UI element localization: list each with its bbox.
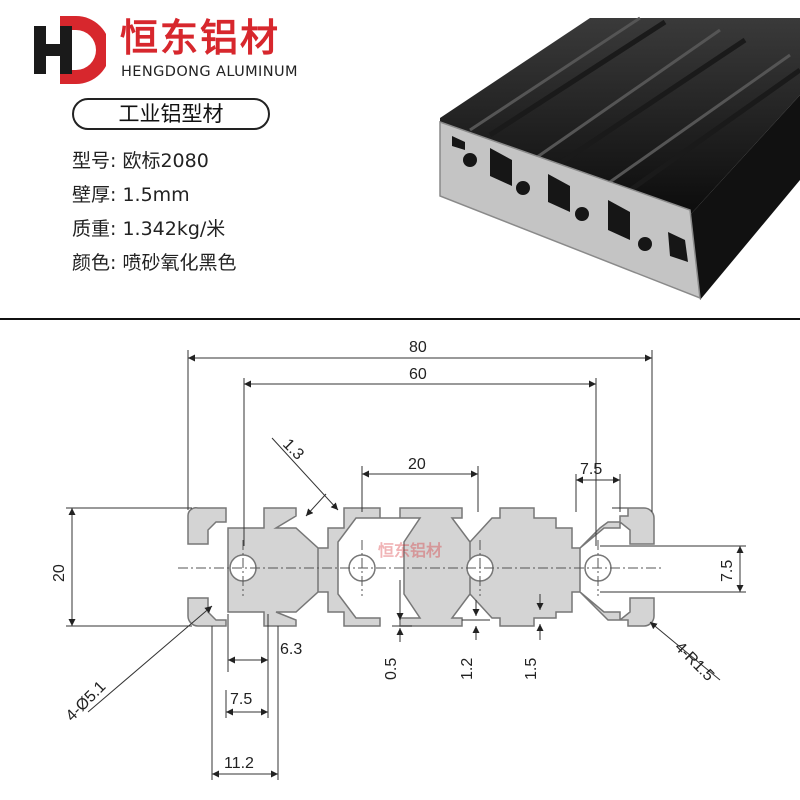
aluminum-profile-photo bbox=[439, 16, 800, 300]
dim-slot-neck: 7.5 bbox=[230, 691, 252, 708]
spec-label: 壁厚: bbox=[72, 184, 117, 206]
spec-model: 型号: 欧标2080 bbox=[72, 146, 209, 173]
dim-overall-width: 80 bbox=[409, 339, 427, 356]
spec-value: 欧标2080 bbox=[122, 150, 209, 172]
spec-weight: 质重: 1.342kg/米 bbox=[72, 214, 225, 241]
dim-slot-pitch: 20 bbox=[408, 456, 426, 473]
dim-wall-a: 0.5 bbox=[383, 658, 400, 680]
profile-dimension-drawing: 恒东铝材 bbox=[51, 339, 746, 780]
watermark: 恒东铝材 bbox=[378, 541, 442, 560]
dim-slot-depth: 11.2 bbox=[224, 755, 254, 772]
dim-wall-c: 1.5 bbox=[523, 658, 540, 680]
dim-inner-width: 60 bbox=[409, 366, 427, 383]
spec-wall-thickness: 壁厚: 1.5mm bbox=[72, 180, 190, 207]
profile-cross-section bbox=[178, 507, 662, 627]
dim-hole: 4-Ø5.1 bbox=[63, 678, 110, 725]
spec-label: 质重: bbox=[72, 218, 117, 240]
spec-value: 1.5mm bbox=[122, 184, 190, 206]
spec-label: 颜色: bbox=[72, 252, 117, 274]
brand-name-cn: 恒东铝材 bbox=[120, 16, 281, 60]
dim-center-height: 7.5 bbox=[719, 560, 736, 582]
dim-corner-radius: 4-R1.5 bbox=[671, 639, 717, 685]
dim-height: 20 bbox=[51, 564, 68, 582]
dim-lip: 1.3 bbox=[279, 436, 307, 464]
dim-wall-b: 1.2 bbox=[459, 658, 476, 680]
dim-slot-opening: 7.5 bbox=[580, 461, 602, 478]
dim-slot-width: 6.3 bbox=[280, 641, 302, 658]
product-category-badge: 工业铝型材 bbox=[72, 98, 270, 130]
spec-value: 喷砂氧化黑色 bbox=[122, 252, 237, 274]
spec-value: 1.342kg/米 bbox=[122, 218, 226, 240]
brand-name-en: HENGDONG ALUMINUM bbox=[121, 64, 298, 80]
spec-color: 颜色: 喷砂氧化黑色 bbox=[72, 248, 236, 275]
spec-label: 型号: bbox=[72, 150, 117, 172]
section-divider bbox=[0, 318, 800, 320]
hengdong-hd-logo-icon bbox=[34, 16, 106, 84]
